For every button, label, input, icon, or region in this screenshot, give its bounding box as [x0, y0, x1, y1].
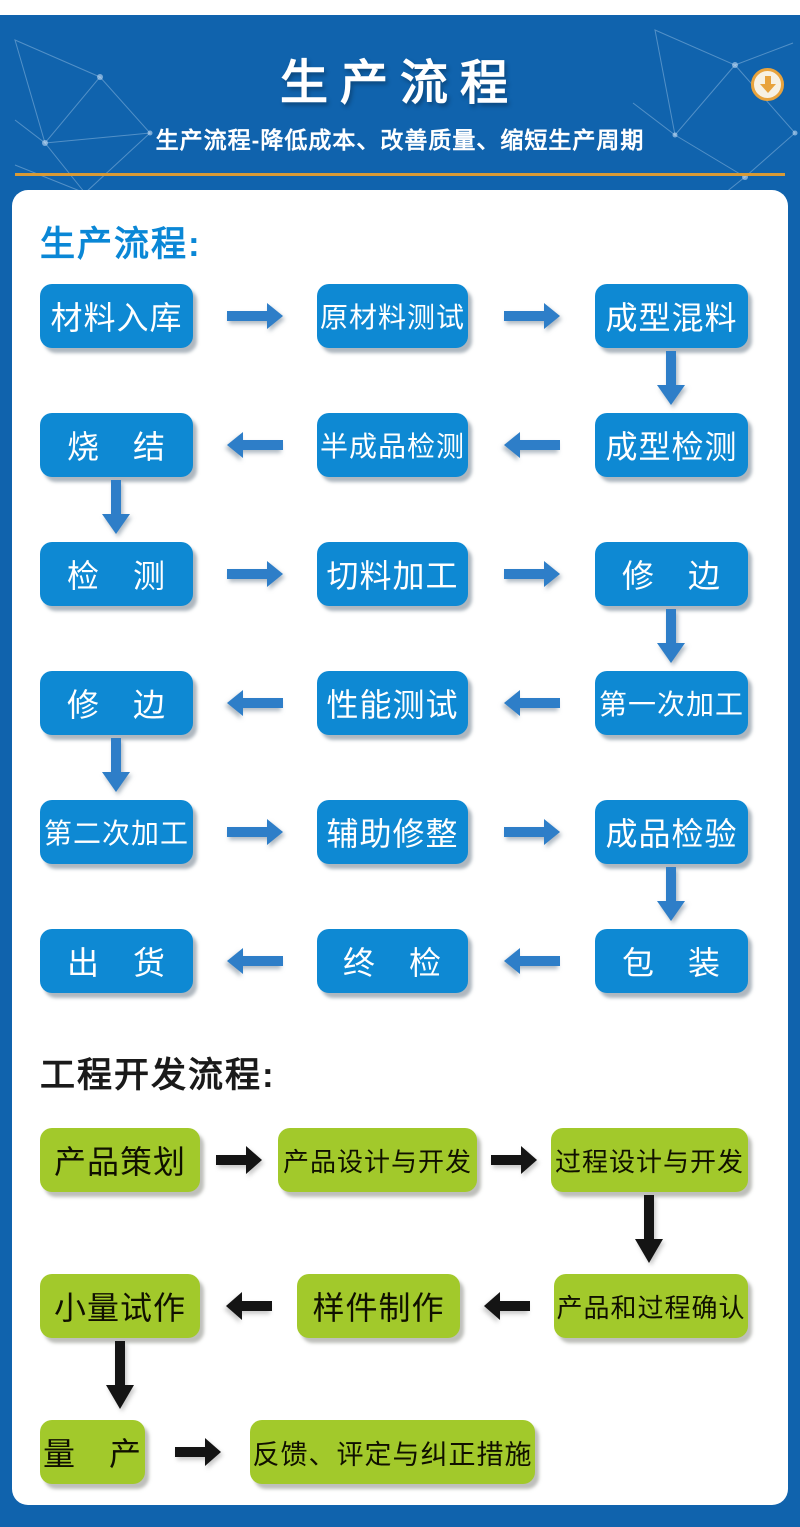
flow-connector-row: [40, 735, 788, 799]
flow-arrow-cell: [200, 1292, 297, 1320]
flow-arrow-cell: [193, 302, 317, 329]
flow-connector-row: [40, 477, 788, 541]
flow-step-box: 成品检验: [595, 799, 748, 864]
flow-step-box: 第一次加工: [595, 670, 748, 735]
page-background: 生产流程 生产流程-降低成本、改善质量、缩短生产周期 生产流程: 材料入库 原材料…: [0, 15, 800, 1527]
flow-step-box: 终 检: [317, 928, 468, 993]
flow-step-box: 产品策划: [40, 1128, 200, 1192]
flow-step-box: 包 装: [595, 928, 748, 993]
flow-arrow-cell: [468, 947, 595, 974]
flow-arrow-right-icon: [491, 1146, 537, 1174]
flow-step-box: 第二次加工: [40, 799, 193, 864]
flow-arrow-cell: [145, 1438, 250, 1466]
flow-connector-row: [40, 348, 788, 412]
flow-connector-row: [40, 1338, 788, 1420]
flow-step-box: 材料入库: [40, 283, 193, 348]
flow-connector-row: [40, 1192, 788, 1274]
flow-arrow-cell: [193, 818, 317, 845]
flow-step-box: 过程设计与开发: [551, 1128, 748, 1192]
flow-arrow-cell: [193, 431, 317, 458]
flow-row: 检 测 切料加工 修 边: [40, 541, 788, 606]
flow-arrow-left-icon: [227, 431, 283, 458]
flow-step-box: 产品设计与开发: [278, 1128, 477, 1192]
flow-step-box: 产品和过程确认: [554, 1274, 748, 1338]
flow-arrow-left-icon: [225, 1292, 272, 1320]
flow-arrow-left-icon: [227, 689, 283, 716]
flow-connector-row: [40, 864, 788, 928]
flow-step-box: 修 边: [595, 541, 748, 606]
flow-step-box: 原材料测试: [317, 283, 468, 348]
flow-row: 修 边 性能测试 第一次加工: [40, 670, 788, 735]
flow-step-box: 样件制作: [297, 1274, 460, 1338]
flow-arrow-cell: [460, 1292, 554, 1320]
flow-arrow-left-icon: [227, 947, 283, 974]
flow-step-box: 切料加工: [317, 541, 468, 606]
flow-step-box: 辅助修整: [317, 799, 468, 864]
flow-step-box: 成型检测: [595, 412, 748, 477]
flow-row: 出 货终 检包 装: [40, 928, 788, 993]
flow-arrow-left-icon: [503, 689, 560, 716]
flow-step-box: 检 测: [40, 541, 193, 606]
flow-step-box: 小量试作: [40, 1274, 200, 1338]
flow-step-box: 出 货: [40, 928, 193, 993]
page-title: 生产流程: [279, 57, 520, 110]
flow-arrow-right-icon: [503, 560, 560, 587]
flow-step-box: 半成品检测: [317, 412, 468, 477]
flow-row: 量 产 反馈、评定与纠正措施: [40, 1420, 788, 1484]
flow-row: 小量试作 样件制作 产品和过程确认: [40, 1274, 788, 1338]
flow-arrow-right-icon: [503, 818, 560, 845]
content-card: 生产流程: 材料入库原材料测试成型混料烧 结半成品检测成型检测检 测切料加工修 …: [12, 190, 788, 1505]
page-subtitle: 生产流程-降低成本、改善质量、缩短生产周期: [155, 127, 645, 153]
flow-arrow-left-icon: [503, 947, 560, 974]
production-flow-title: 生产流程:: [40, 225, 202, 264]
scroll-down-icon[interactable]: [751, 68, 784, 101]
flow-row: 材料入库 原材料测试 成型混料: [40, 283, 788, 348]
flow-arrow-left-icon: [503, 431, 560, 458]
flow-step-box: 量 产: [40, 1420, 145, 1484]
flow-arrow-cell: [468, 560, 595, 587]
production-flowchart: 材料入库原材料测试成型混料烧 结半成品检测成型检测检 测切料加工修 边修 边性能…: [12, 283, 788, 993]
flow-arrow-right-icon: [227, 818, 283, 845]
flow-arrow-cell: [477, 1146, 551, 1174]
flow-row: 产品策划 产品设计与开发 过程设计与开发: [40, 1128, 788, 1192]
flow-arrow-left-icon: [484, 1292, 530, 1320]
flow-arrow-right-icon: [174, 1438, 221, 1466]
flow-arrow-cell: [468, 689, 595, 716]
flow-arrow-cell: [193, 947, 317, 974]
flow-arrow-right-icon: [216, 1146, 262, 1174]
flow-row: 第二次加工 辅助修整 成品检验: [40, 799, 788, 864]
flow-connector-row: [40, 606, 788, 670]
engineering-flow-title: 工程开发流程:: [40, 1056, 276, 1095]
flow-step-box: 成型混料: [595, 283, 748, 348]
flow-arrow-cell: [468, 302, 595, 329]
flow-arrow-right-icon: [227, 302, 283, 329]
flow-arrow-cell: [468, 818, 595, 845]
flow-row: 烧 结 半成品检测 成型检测: [40, 412, 788, 477]
accent-divider: [15, 173, 785, 176]
flow-arrow-cell: [468, 431, 595, 458]
flow-step-box: 修 边: [40, 670, 193, 735]
flow-arrow-cell: [200, 1146, 278, 1174]
flow-step-box: 烧 结: [40, 412, 193, 477]
flow-arrow-cell: [193, 560, 317, 587]
flow-step-box: 反馈、评定与纠正措施: [250, 1420, 535, 1484]
engineering-flowchart: 产品策划 产品设计与开发 过程设计与开发小量试作 样件制作 产品和过程确认量 产 反馈、评…: [12, 1128, 788, 1484]
flow-step-box: 性能测试: [317, 670, 468, 735]
flow-arrow-right-icon: [227, 560, 283, 587]
flow-arrow-cell: [193, 689, 317, 716]
flow-arrow-right-icon: [503, 302, 560, 329]
